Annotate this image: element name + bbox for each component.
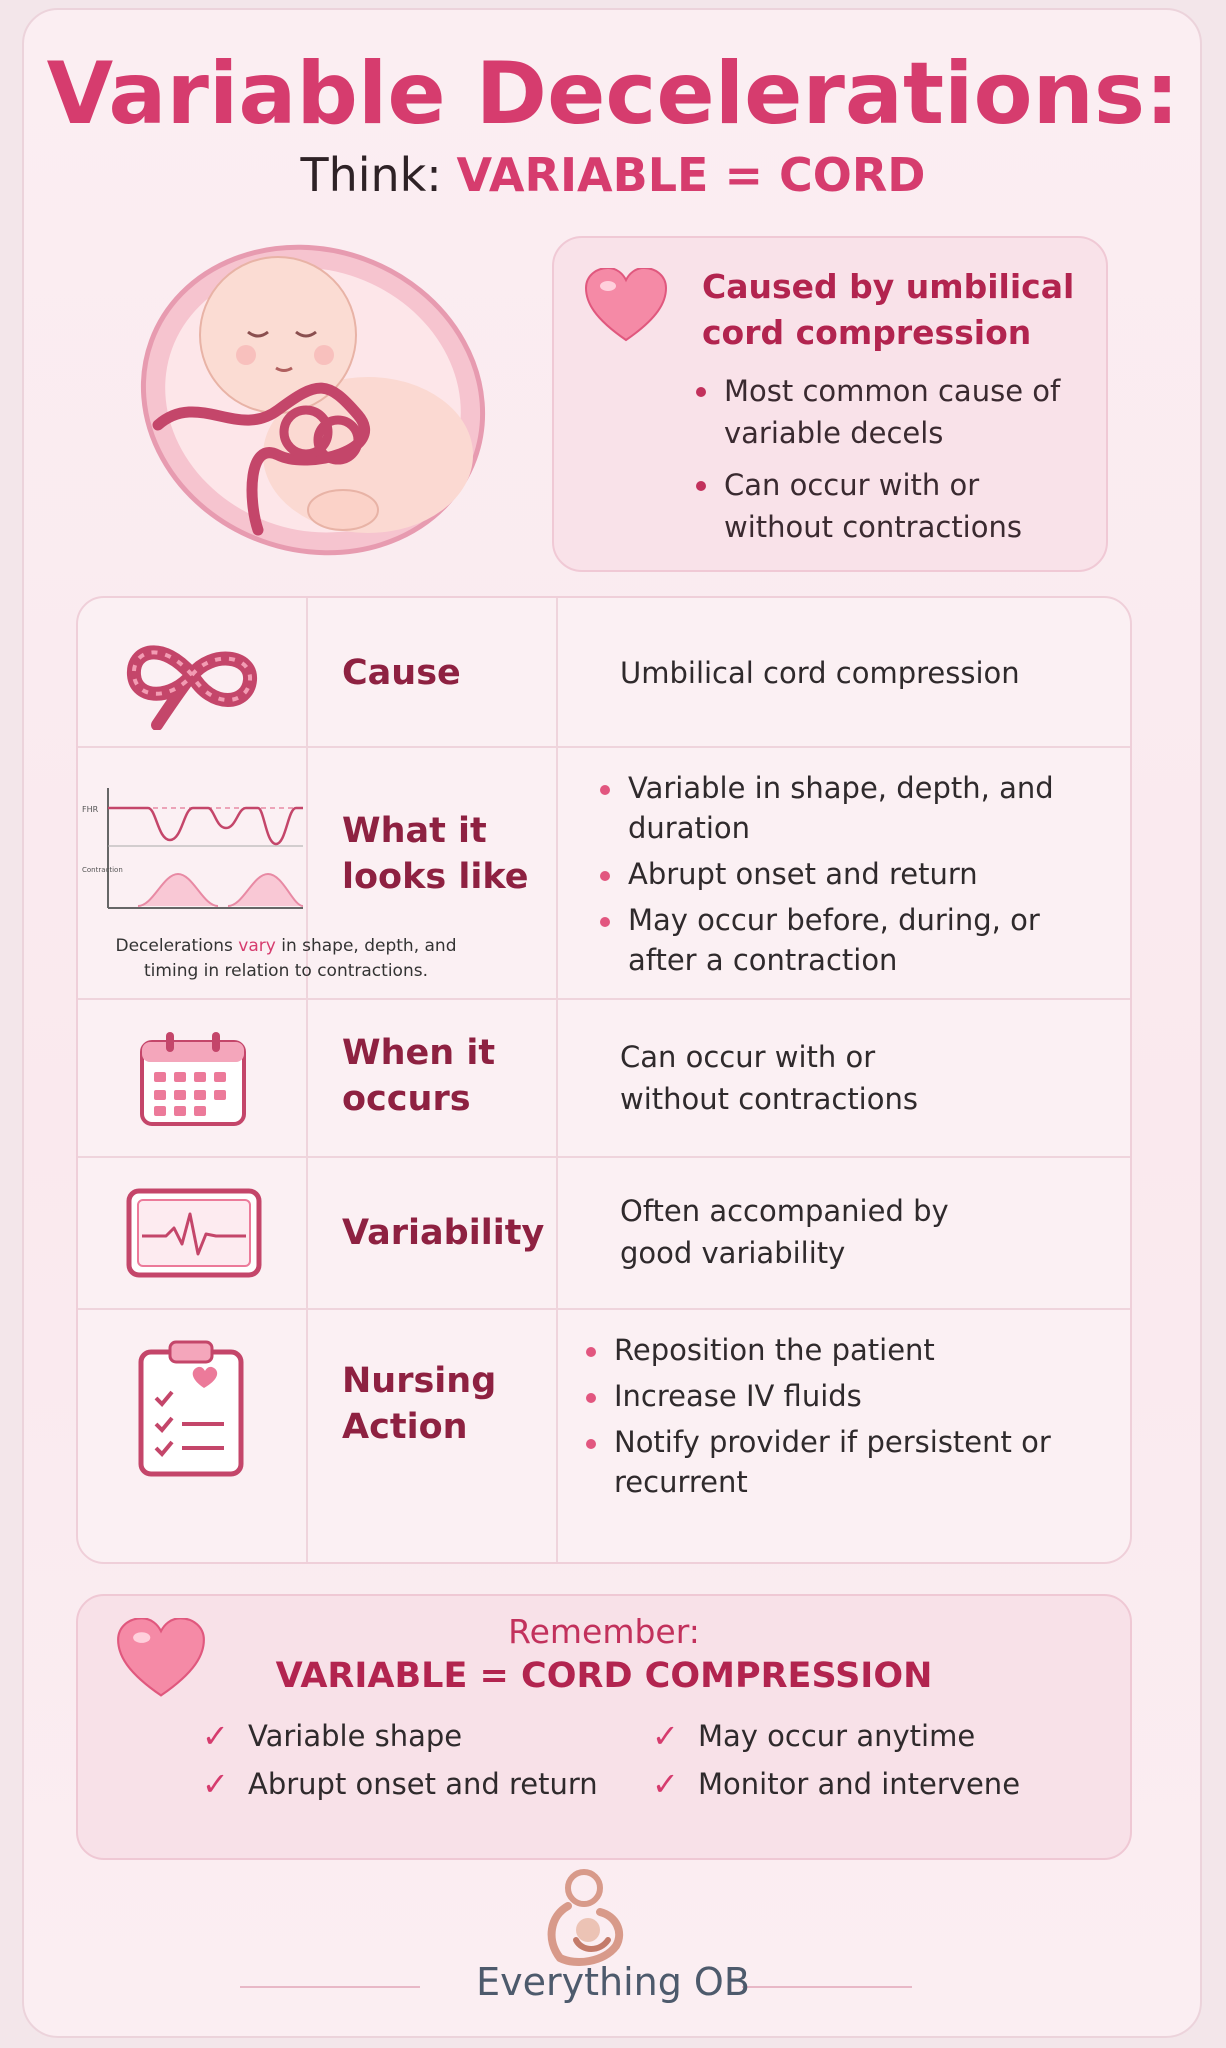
row-value: Can occur with or without contractions — [620, 1040, 918, 1116]
fhr-contraction-graph: FHR Contraction — [82, 788, 304, 909]
caption-text: Decelerations — [115, 936, 239, 956]
cause-heading: Caused by umbilical cord compression — [702, 267, 1075, 352]
clipboard-checklist-icon — [138, 1340, 244, 1477]
graph-caption: Decelerations vary in shape, depth, and … — [86, 934, 486, 984]
remember-box: Remember: VARIABLE = CORD COMPRESSION ✓V… — [76, 1594, 1132, 1860]
row-label: Cause — [342, 653, 461, 693]
list-item: Variable in shape, depth, and duration — [598, 768, 1078, 848]
brand-name: Everything OB — [476, 1960, 750, 2004]
page-title: Variable Decelerations: — [46, 44, 1180, 144]
looks-like-bullet-list: Variable in shape, depth, and duration A… — [598, 768, 1078, 986]
nursing-action-bullet-list: Reposition the patient Increase IV fluid… — [584, 1330, 1084, 1508]
row-label: Nursing Action — [342, 1361, 497, 1447]
list-item: May occur before, during, or after a con… — [598, 900, 1078, 980]
list-item: Notify provider if persistent or recurre… — [584, 1422, 1084, 1502]
heart-monitor-icon — [126, 1188, 262, 1278]
brand-logo-mother-child-icon — [547, 1869, 624, 1966]
summary-table: Cause Umbilical cord compression FHR Con… — [76, 596, 1132, 1564]
table-row-cause: Cause Umbilical cord compression — [78, 598, 1130, 748]
subtitle-accent: VARIABLE = CORD — [456, 148, 926, 202]
cause-bullet-list: Most common cause of variable decels Can… — [694, 370, 1094, 558]
list-item: ✓Variable shape — [202, 1712, 622, 1760]
table-row-what-it-looks-like: FHR Contraction Decelerations vary in sh… — [78, 748, 1130, 1000]
footer-divider-right — [742, 1986, 912, 1988]
list-item: ✓Monitor and intervene — [652, 1760, 1052, 1808]
subtitle-lead: Think: — [300, 148, 442, 202]
heart-icon — [584, 268, 668, 342]
table-row-nursing-action: Nursing Action Reposition the patient In… — [78, 1310, 1130, 1562]
row-value: Umbilical cord compression — [620, 656, 1020, 690]
checkmark-icon: ✓ — [652, 1765, 679, 1803]
row-label: Variability — [342, 1213, 545, 1253]
remember-checklist-left: ✓Variable shape ✓Abrupt onset and return — [202, 1712, 622, 1808]
table-row-when-it-occurs: When it occurs Can occur with or without… — [78, 1000, 1130, 1158]
list-item: Increase IV fluids — [584, 1376, 1084, 1416]
row-label: What it looks like — [342, 811, 529, 897]
cause-callout: Caused by umbilical cord compression Mos… — [552, 236, 1108, 572]
checkmark-icon: ✓ — [652, 1717, 679, 1755]
checkmark-icon: ✓ — [202, 1765, 229, 1803]
list-item: ✓Abrupt onset and return — [202, 1760, 622, 1808]
umbilical-cord-icon — [126, 645, 257, 730]
remember-heading: Remember: — [508, 1612, 700, 1651]
fhr-axis-label: FHR — [82, 805, 99, 814]
caption-text: in shape, depth, and timing in relation … — [144, 936, 457, 981]
row-value: Often accompanied by good variability — [620, 1194, 949, 1270]
table-row-variability: Variability Often accompanied by good va… — [78, 1158, 1130, 1310]
checkmark-icon: ✓ — [202, 1717, 229, 1755]
heart-icon — [117, 1618, 205, 1697]
remember-checklist-right: ✓May occur anytime ✓Monitor and interven… — [652, 1712, 1052, 1808]
contraction-axis-label: Contraction — [82, 866, 123, 874]
list-item: ✓May occur anytime — [652, 1712, 1052, 1760]
row-label: When it occurs — [342, 1033, 496, 1119]
baby-in-womb-illustration — [140, 244, 486, 556]
list-item: Reposition the patient — [584, 1330, 1084, 1370]
calendar-icon — [140, 1032, 246, 1126]
remember-rule: VARIABLE = CORD COMPRESSION — [275, 1656, 933, 1696]
list-item: Abrupt onset and return — [598, 854, 1078, 894]
caption-accent: vary — [238, 936, 276, 956]
list-item: Can occur with or without contractions — [694, 464, 1094, 548]
page-subtitle: Think: VARIABLE = CORD — [0, 148, 1226, 202]
footer-divider-left — [240, 1986, 420, 1988]
list-item: Most common cause of variable decels — [694, 370, 1094, 454]
